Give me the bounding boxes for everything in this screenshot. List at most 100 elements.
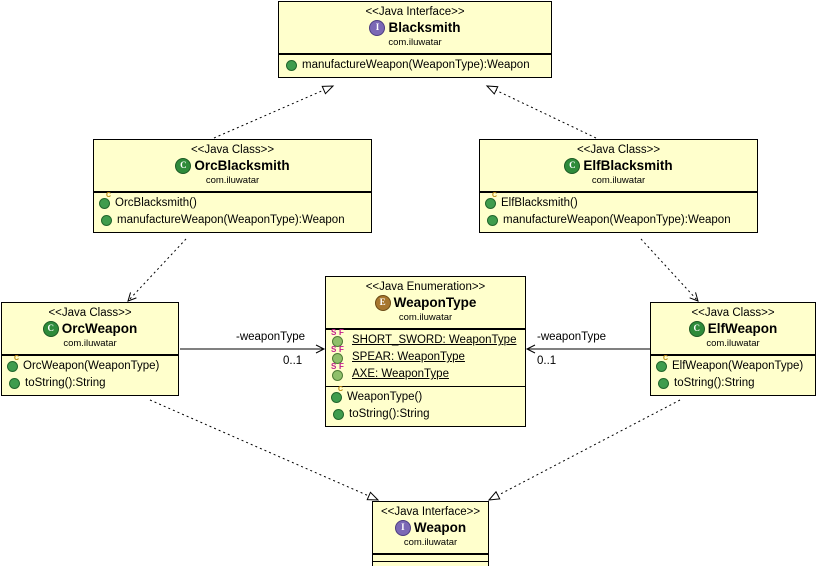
interface-icon: I bbox=[394, 520, 411, 536]
class-box-elfblacksmith[interactable]: <<Java Class>> C ElfBlacksmith com.iluwa… bbox=[479, 139, 758, 233]
member-label: toString():String bbox=[349, 408, 430, 420]
methods-compartment: manufactureWeapon(WeaponType):Weapon bbox=[279, 54, 551, 77]
class-name-label: Weapon bbox=[413, 520, 467, 535]
member-label: manufactureWeapon(WeaponType):Weapon bbox=[503, 214, 731, 226]
member-label: OrcWeapon(WeaponType) bbox=[23, 360, 160, 372]
member-row[interactable]: toString():String bbox=[2, 375, 178, 392]
member-label: WeaponType() bbox=[347, 391, 423, 403]
class-box-blacksmith[interactable]: <<Java Interface>> I Blacksmith com.iluw… bbox=[278, 1, 552, 78]
edge-orcblacksmith-implements-blacksmith bbox=[213, 85, 335, 139]
class-name-label: ElfBlacksmith bbox=[583, 158, 673, 173]
stereotype-label: <<Java Enumeration>> bbox=[365, 281, 486, 293]
class-header-blacksmith: <<Java Interface>> I Blacksmith com.iluw… bbox=[279, 2, 551, 54]
method-icon bbox=[333, 409, 344, 420]
member-row[interactable]: C OrcBlacksmith() bbox=[94, 192, 371, 212]
class-header-elfweapon: <<Java Class>> C ElfWeapon com.iluwatar bbox=[651, 303, 815, 355]
constructor-icon: C bbox=[656, 355, 668, 372]
package-label: com.iluwatar bbox=[591, 175, 646, 186]
stereotype-label: <<Java Class>> bbox=[190, 144, 275, 156]
member-row[interactable]: manufactureWeapon(WeaponType):Weapon bbox=[279, 57, 551, 74]
constructor-icon: C bbox=[331, 386, 343, 403]
class-title-line: C OrcBlacksmith bbox=[100, 158, 365, 174]
class-box-orcweapon[interactable]: <<Java Class>> C OrcWeapon com.iluwatar … bbox=[1, 302, 179, 396]
enum-icon: E bbox=[374, 295, 391, 311]
class-title-line: I Weapon bbox=[379, 520, 482, 536]
member-label: ElfWeapon(WeaponType) bbox=[672, 360, 804, 372]
class-box-weapon[interactable]: <<Java Interface>> I Weapon com.iluwatar bbox=[372, 501, 489, 566]
method-icon bbox=[286, 60, 297, 71]
constructor-icon: C bbox=[7, 355, 19, 372]
member-label: SHORT_SWORD: WeaponType bbox=[352, 334, 517, 346]
methods-compartment: C OrcBlacksmith() manufactureWeapon(Weap… bbox=[94, 192, 371, 232]
member-row[interactable]: manufactureWeapon(WeaponType):Weapon bbox=[480, 212, 757, 229]
class-box-orcblacksmith[interactable]: <<Java Class>> C OrcBlacksmith com.iluwa… bbox=[93, 139, 372, 233]
member-row[interactable]: toString():String bbox=[651, 375, 815, 392]
constructor-icon: C bbox=[485, 192, 497, 209]
class-name-label: OrcWeapon bbox=[61, 321, 138, 336]
class-box-elfweapon[interactable]: <<Java Class>> C ElfWeapon com.iluwatar … bbox=[650, 302, 816, 396]
association-role-right: -weaponType bbox=[537, 331, 607, 343]
member-row[interactable]: toString():String bbox=[326, 406, 525, 423]
package-label: com.iluwatar bbox=[388, 37, 442, 48]
method-icon bbox=[101, 215, 112, 226]
member-label: manufactureWeapon(WeaponType):Weapon bbox=[302, 59, 530, 71]
class-title-line: E WeaponType bbox=[332, 295, 519, 311]
member-label: manufactureWeapon(WeaponType):Weapon bbox=[117, 214, 345, 226]
package-label: com.iluwatar bbox=[403, 537, 458, 548]
class-icon: C bbox=[688, 321, 705, 337]
edge-orcblacksmith-uses-orcweapon bbox=[127, 238, 187, 302]
class-title-line: C OrcWeapon bbox=[8, 321, 172, 337]
method-icon bbox=[658, 378, 669, 389]
class-name-label: WeaponType bbox=[393, 295, 477, 310]
class-icon: C bbox=[175, 158, 192, 174]
member-row[interactable]: C ElfBlacksmith() bbox=[480, 192, 757, 212]
class-name-label: ElfWeapon bbox=[707, 321, 778, 336]
class-header-elfblacksmith: <<Java Class>> C ElfBlacksmith com.iluwa… bbox=[480, 140, 757, 192]
stereotype-label: <<Java Class>> bbox=[576, 144, 661, 156]
class-name-label: OrcBlacksmith bbox=[194, 158, 290, 173]
class-box-weapontype[interactable]: <<Java Enumeration>> E WeaponType com.il… bbox=[325, 276, 526, 427]
member-label: OrcBlacksmith() bbox=[115, 197, 197, 209]
edge-elfblacksmith-uses-elfweapon bbox=[640, 238, 699, 302]
class-header-weapon: <<Java Interface>> I Weapon com.iluwatar bbox=[373, 502, 488, 554]
class-title-line: C ElfWeapon bbox=[657, 321, 809, 337]
member-label: SPEAR: WeaponType bbox=[352, 351, 465, 363]
methods-compartment: C ElfBlacksmith() manufactureWeapon(Weap… bbox=[480, 192, 757, 232]
class-header-weapontype: <<Java Enumeration>> E WeaponType com.il… bbox=[326, 277, 525, 329]
package-label: com.iluwatar bbox=[205, 175, 260, 186]
association-multiplicity-right: 0..1 bbox=[537, 355, 557, 367]
package-label: com.iluwatar bbox=[63, 338, 117, 349]
method-icon bbox=[487, 215, 498, 226]
class-title-line: C ElfBlacksmith bbox=[486, 158, 751, 174]
association-multiplicity-left: 0..1 bbox=[283, 355, 303, 367]
member-row[interactable]: C OrcWeapon(WeaponType) bbox=[2, 355, 178, 375]
member-label: ElfBlacksmith() bbox=[501, 197, 578, 209]
association-role-left: -weaponType bbox=[236, 331, 306, 343]
member-label: toString():String bbox=[25, 377, 106, 389]
class-name-label: Blacksmith bbox=[388, 20, 461, 35]
member-row[interactable]: manufactureWeapon(WeaponType):Weapon bbox=[94, 212, 371, 229]
member-row[interactable]: C ElfWeapon(WeaponType) bbox=[651, 355, 815, 375]
member-row[interactable]: C WeaponType() bbox=[326, 386, 525, 406]
stereotype-label: <<Java Interface>> bbox=[380, 506, 481, 518]
methods-compartment: C OrcWeapon(WeaponType) toString():Strin… bbox=[2, 355, 178, 395]
constructor-icon: C bbox=[99, 192, 111, 209]
interface-icon: I bbox=[369, 20, 386, 36]
stereotype-label: <<Java Class>> bbox=[48, 307, 132, 319]
package-label: com.iluwatar bbox=[398, 312, 453, 323]
class-icon: C bbox=[42, 321, 59, 337]
methods-compartment: C ElfWeapon(WeaponType) toString():Strin… bbox=[651, 355, 815, 395]
package-label: com.iluwatar bbox=[706, 338, 760, 349]
method-icon bbox=[9, 378, 20, 389]
stereotype-label: <<Java Class>> bbox=[691, 307, 775, 319]
methods-compartment bbox=[373, 561, 488, 566]
member-label: toString():String bbox=[674, 377, 755, 389]
